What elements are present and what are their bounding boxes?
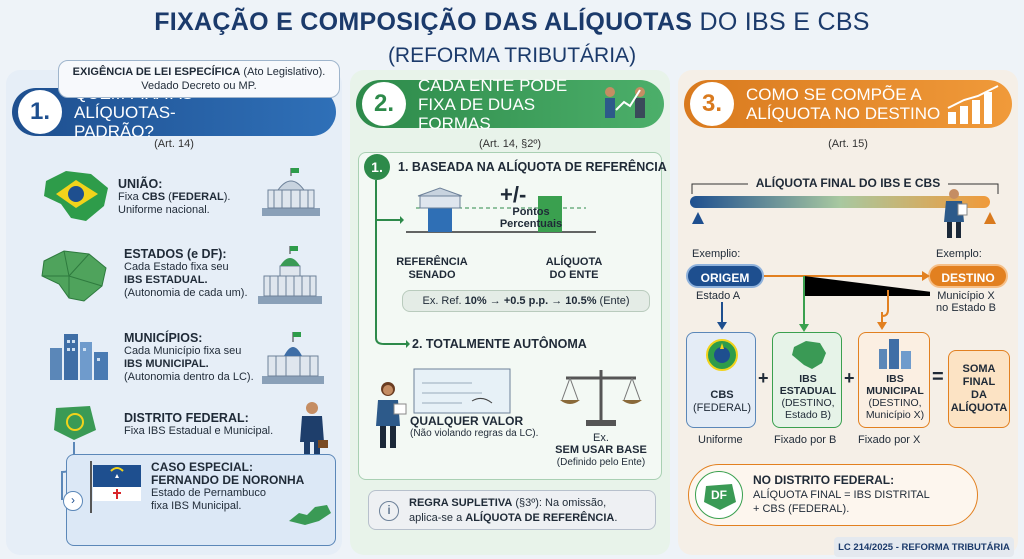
section3-number: 3. [690, 82, 734, 126]
exemplo-left: Exemplio: [692, 248, 741, 260]
origem-pill: ORIGEM [686, 264, 764, 288]
balance-scale-icon [560, 370, 642, 426]
aliquota-final-bracket [691, 183, 999, 194]
section3-title: COMO SE COMPÕE A ALÍQUOTA NO DESTINO [746, 85, 941, 123]
df-rule-box: DF NO DISTRITO FEDERAL: ALÍQUOTA FINAL =… [688, 464, 978, 526]
aliquota-final-label: ALÍQUOTA FINAL DO IBS E CBS [755, 176, 941, 190]
chevron-right-icon[interactable]: › [63, 491, 83, 511]
destino-pill: DESTINO [928, 264, 1008, 288]
pernambuco-flag-icon [90, 461, 141, 513]
section1-number: 1. [18, 90, 62, 134]
page-title: FIXAÇÃO E COMPOSIÇÃO DAS ALÍQUOTAS DO IB… [154, 8, 870, 36]
bar-markers [692, 212, 996, 224]
businessman-icon [300, 402, 328, 458]
team-growth-icon [605, 87, 645, 118]
fixado-b-label: Fixado por B [774, 434, 837, 446]
qualquer-valor-title: QUALQUER VALOR [410, 414, 524, 428]
section2-article: (Art. 14, §2º) [478, 138, 542, 150]
step1-number: 1. [364, 154, 390, 180]
city-buildings-icon [50, 334, 108, 380]
df-rule-text: NO DISTRITO FEDERAL: ALÍQUOTA FINAL = IB… [753, 473, 930, 515]
info-icon: i [379, 501, 399, 521]
section2-header: 2. CADA ENTE PODE FIXA DE DUAS FORMAS [356, 76, 664, 133]
df-badge: DF [695, 471, 743, 519]
cbs-box: CBS(FEDERAL) [686, 332, 756, 428]
uniao-text: UNIÃO: Fixa CBS (FEDERAL). Uniforme naci… [118, 177, 231, 217]
df-text: DISTRITO FEDERAL: Fixa IBS Estadual e Mu… [124, 411, 274, 438]
destino-down-arrow [877, 312, 887, 330]
regra-supletiva-text: REGRA SUPLETIVA (§3º): Na omissão, aplic… [409, 497, 618, 524]
section2-title: CADA ENTE PODE FIXA DE DUAS FORMAS [418, 75, 568, 133]
section-composicao: 3. COMO SE COMPÕE A ALÍQUOTA NO DESTINO … [678, 70, 1018, 555]
brazil-map-icon [792, 341, 826, 369]
example-calculation: Ex. Ref. 10% → +0.5 p.p. → 10.5% (Ente) [402, 290, 650, 312]
section3-article: (Art. 15) [828, 138, 868, 150]
cbs-label: CBS(FEDERAL) [692, 389, 752, 414]
footer-badge: LC 214/2025 - REFORMA TRIBUTÁRIA [834, 537, 1014, 557]
caso-especial-text: CASO ESPECIAL: FERNANDO DE NORONHA Estad… [151, 460, 305, 513]
plus-minus-sign: +/- [500, 182, 527, 207]
qualquer-valor-note: (Não violando regras da LC). [410, 428, 539, 439]
growth-bar-chart-icon [947, 85, 999, 124]
blank-check-icon [413, 368, 511, 414]
estados-text: ESTADOS (e DF): Cada Estado fixa seu IBS… [124, 247, 248, 300]
equals-sign: = [932, 366, 944, 388]
section1-article: (Art. 14) [154, 138, 194, 150]
municipios-text: MUNICÍPIOS: Cada Município fixa seu IBS … [124, 331, 254, 384]
section-duas-formas: 2. CADA ENTE PODE FIXA DE DUAS FORMAS (A… [350, 70, 670, 555]
pontos-percentuais-label: Pontos Percentuais [499, 206, 563, 230]
section-quem-fixa: EXIGÊNCIA DE LEI ESPECÍFICA (Ato Legisla… [6, 60, 342, 555]
city-hall-icon [262, 332, 324, 384]
regra-supletiva-box: i REGRA SUPLETIVA (§3º): Na omissão, apl… [368, 490, 656, 530]
state-capitol-icon [258, 246, 322, 304]
woman-holding-document-icon [376, 382, 407, 448]
brazil-map-flag-icon [44, 171, 108, 221]
fixado-x-label: Fixado por X [858, 434, 921, 446]
plus-sign-2: + [844, 368, 855, 388]
caso-especial-box: › CASO ESPECIAL: FERNANDO DE NORONHA Est… [63, 454, 336, 546]
noronha-island-icon [289, 505, 331, 525]
brazil-coat-of-arms-icon [706, 339, 738, 371]
df-badge-text: DF [711, 488, 727, 502]
section3-header: 3. COMO SE COMPÕE A ALÍQUOTA NO DESTINO [684, 80, 1012, 128]
exemplo-right: Exemplo: [936, 248, 982, 260]
estado-a-label: Estado A [696, 290, 741, 302]
step1-title: 1. BASEADA NA ALÍQUOTA DE REFERÊNCIA [398, 160, 667, 174]
plus-sign-1: + [758, 368, 769, 388]
flow-arrow [375, 180, 410, 348]
city-icon [879, 339, 911, 369]
reference-comparison-graphic [406, 187, 596, 233]
origem-down-arrow [717, 302, 727, 330]
origem-destino-arrows [764, 271, 930, 332]
congress-building-icon [262, 168, 320, 216]
states-map-icon [41, 250, 107, 302]
analyst-figure-icon [944, 189, 968, 238]
uniforme-label: Uniforme [698, 434, 743, 446]
gradient-bar [690, 196, 990, 208]
df-shape-icon [704, 484, 736, 510]
df-map-icon [54, 406, 96, 440]
section2-number: 2. [362, 82, 406, 126]
lei-especifica-callout: EXIGÊNCIA DE LEI ESPECÍFICA (Ato Legisla… [58, 60, 340, 98]
sem-base-text: Ex. SEM USAR BASE (Definido pelo Ente) [555, 432, 647, 468]
step2-title: 2. TOTALMENTE AUTÔNOMA [412, 337, 587, 351]
page-subtitle: (REFORMA TRIBUTÁRIA) [387, 44, 637, 67]
